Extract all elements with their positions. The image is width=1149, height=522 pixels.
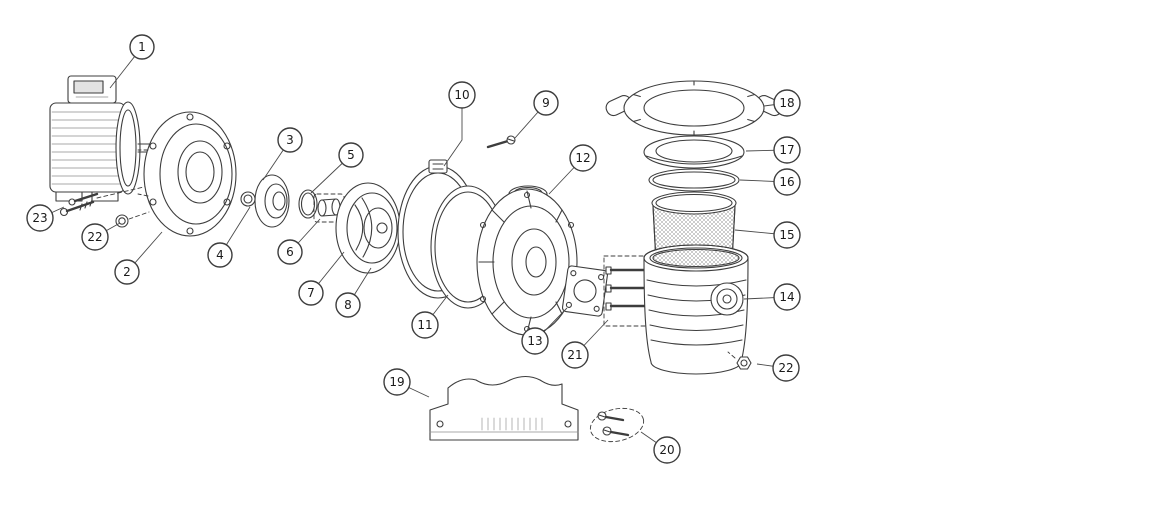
- callout-17: 17: [773, 136, 801, 164]
- impeller-drawing: [335, 182, 401, 274]
- svg-text:17: 17: [779, 143, 794, 157]
- seal-plate-drawing: [137, 111, 237, 237]
- motor-bolts-drawing: [59, 185, 149, 217]
- svg-text:19: 19: [389, 375, 404, 389]
- svg-text:22: 22: [778, 361, 793, 375]
- callout-22-right: 22: [772, 354, 800, 382]
- callout-16: 16: [773, 168, 801, 196]
- callout-12: 12: [569, 144, 597, 172]
- callout-1: 1: [129, 34, 155, 60]
- svg-text:12: 12: [575, 151, 590, 165]
- pump-housing-drawing: [476, 185, 578, 336]
- svg-text:21: 21: [567, 348, 582, 362]
- callout-18: 18: [773, 89, 801, 117]
- small-o-ring-drawing: [298, 189, 318, 219]
- svg-text:6: 6: [286, 245, 294, 259]
- callout-3: 3: [277, 127, 303, 153]
- svg-text:3: 3: [286, 133, 294, 147]
- svg-text:18: 18: [779, 96, 794, 110]
- pump-base-drawing: [429, 375, 579, 441]
- svg-text:22: 22: [87, 230, 102, 244]
- strainer-tank-drawing: [643, 244, 749, 375]
- motor-drawing: [49, 75, 151, 202]
- callout-2: 2: [114, 259, 140, 285]
- callout-15: 15: [773, 221, 801, 249]
- callout-21: 21: [561, 341, 589, 369]
- callout-14: 14: [773, 283, 801, 311]
- svg-text:23: 23: [32, 211, 47, 225]
- svg-text:9: 9: [542, 96, 550, 110]
- callout-5: 5: [338, 142, 364, 168]
- callout-11: 11: [411, 311, 439, 339]
- discharge-flange-drawing: [561, 265, 609, 317]
- svg-text:10: 10: [454, 88, 469, 102]
- callout-10: 10: [448, 81, 476, 109]
- svg-text:4: 4: [216, 248, 224, 262]
- callout-6: 6: [277, 239, 303, 265]
- drain-plug-left-drawing: [115, 211, 150, 228]
- svg-text:16: 16: [779, 175, 794, 189]
- base-screws-drawing: [589, 407, 645, 443]
- strainer-lid-drawing: [643, 135, 745, 169]
- svg-text:14: 14: [779, 290, 794, 304]
- callout-19: 19: [383, 368, 411, 396]
- clamp-screw-drawing: [486, 135, 516, 149]
- shaft-seal-drawing: [240, 174, 290, 228]
- lid-o-ring-drawing: [648, 168, 740, 192]
- svg-text:20: 20: [659, 443, 674, 457]
- callout-4: 4: [207, 242, 233, 268]
- svg-text:1: 1: [138, 40, 146, 54]
- svg-text:15: 15: [779, 228, 794, 242]
- callout-22-left: 22: [81, 223, 109, 251]
- drain-plug-right-drawing: [727, 351, 752, 370]
- callout-8: 8: [335, 292, 361, 318]
- svg-text:7: 7: [307, 286, 315, 300]
- callout-13: 13: [521, 327, 549, 355]
- callout-7: 7: [298, 280, 324, 306]
- callout-9: 9: [533, 90, 559, 116]
- svg-text:11: 11: [417, 318, 432, 332]
- shaft-sleeve-drawing: [313, 193, 345, 223]
- lid-lock-ring-drawing: [605, 80, 783, 136]
- svg-text:13: 13: [527, 334, 542, 348]
- callout-23: 23: [26, 204, 54, 232]
- svg-text:8: 8: [344, 298, 352, 312]
- svg-text:5: 5: [347, 148, 355, 162]
- svg-text:2: 2: [123, 265, 131, 279]
- callout-20: 20: [653, 436, 681, 464]
